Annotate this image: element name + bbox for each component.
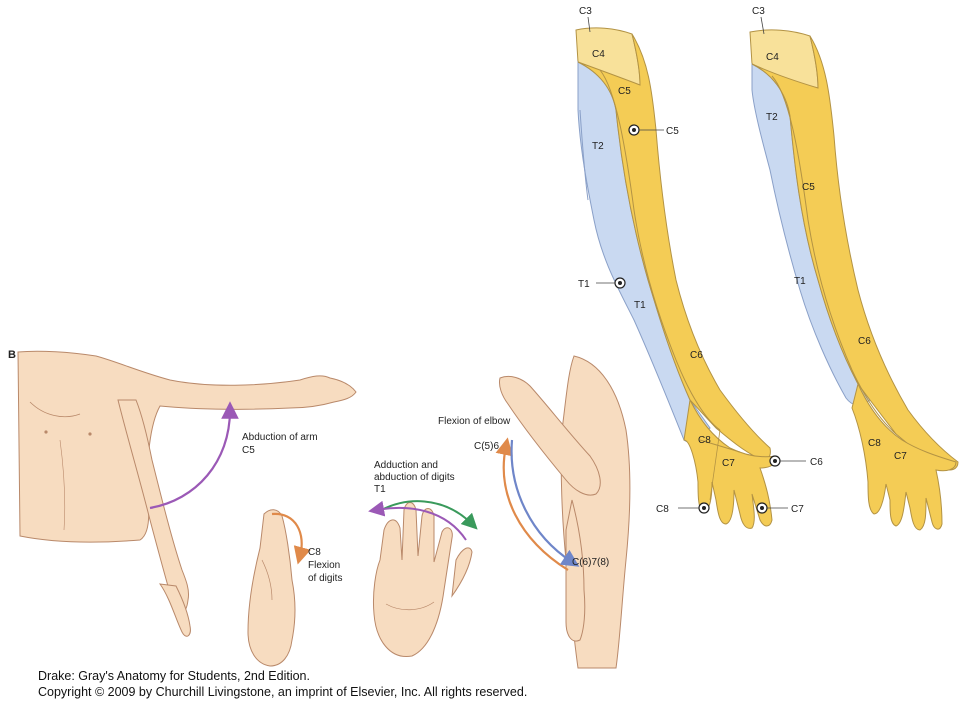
label-c8: C8 — [698, 435, 711, 446]
label-c4: C4 — [592, 49, 605, 60]
label-c6: C6 — [690, 350, 703, 361]
right-hand — [851, 382, 957, 531]
digit-flexion-arrow — [271, 512, 311, 565]
test-point-c7: C7 — [756, 502, 804, 515]
test-label-c5: C5 — [666, 126, 679, 137]
right-label-c3: C3 — [752, 6, 765, 17]
test-point-c6: C6 — [769, 455, 823, 468]
abduction-arrow — [149, 401, 239, 510]
elbow-lower-root: C(6)7(8) — [572, 557, 609, 568]
right-label-c8: C8 — [868, 438, 881, 449]
label-t2: T2 — [592, 141, 604, 152]
digit-flexion-line2: Flexion — [308, 560, 340, 571]
right-arm-dermatome-map: C3 C4 T2 C5 T1 C6 C8 C7 — [749, 6, 959, 531]
caption-title: Drake: Gray's Anatomy for Students, 2nd … — [38, 669, 310, 683]
right-label-t1: T1 — [794, 276, 806, 287]
abduction-label: Abduction of arm — [242, 432, 318, 443]
test-label-c6: C6 — [810, 457, 823, 468]
right-label-c6: C6 — [858, 336, 871, 347]
torso-abduction-figure: Abduction of arm C5 — [17, 350, 357, 637]
label-t1: T1 — [634, 300, 646, 311]
digit-ab-adduction-figure: Adduction and abduction of digits T1 — [368, 460, 478, 657]
digit-abad-line2: abduction of digits — [374, 472, 455, 483]
right-label-c7: C7 — [894, 451, 907, 462]
elbow-title: Flexion of elbow — [438, 416, 511, 427]
label-c3: C3 — [579, 6, 592, 17]
left-arm-dermatome-map: C3 C4 C5 T2 T1 C6 C8 C7 C5 T1 C6 — [575, 6, 823, 529]
elbow-flexion-arrow — [495, 437, 569, 571]
digit-flexion-root: C8 — [308, 547, 321, 558]
test-point-c5: C5 — [628, 124, 679, 137]
test-label-c7: C7 — [791, 504, 804, 515]
panel-letter-b: B — [8, 349, 16, 361]
test-point-c8: C8 — [656, 502, 710, 515]
elbow-flexion-figure: Flexion of elbow C(5)6 C(6)7(8) — [438, 355, 631, 669]
elbow-upper-root: C(5)6 — [474, 441, 499, 452]
right-label-c5: C5 — [802, 182, 815, 193]
test-label-c8: C8 — [656, 504, 669, 515]
right-label-c4: C4 — [766, 52, 779, 63]
digit-abad-root: T1 — [374, 484, 386, 495]
c5-c6-region — [577, 33, 771, 461]
elbow-extension-arrow — [510, 439, 580, 567]
label-c5: C5 — [618, 86, 631, 97]
abduction-root: C5 — [242, 445, 255, 456]
digit-abad-line1: Adduction and — [374, 460, 438, 471]
caption-copyright: Copyright © 2009 by Churchill Livingston… — [38, 685, 528, 699]
right-label-t2: T2 — [766, 112, 778, 123]
digit-flexion-figure: C8 Flexion of digits — [247, 509, 342, 667]
label-c7: C7 — [722, 458, 735, 469]
test-point-t1: T1 — [578, 277, 626, 290]
test-label-t1: T1 — [578, 279, 590, 290]
adduction-digits-arrow — [368, 500, 467, 541]
digit-flexion-line3: of digits — [308, 573, 342, 584]
